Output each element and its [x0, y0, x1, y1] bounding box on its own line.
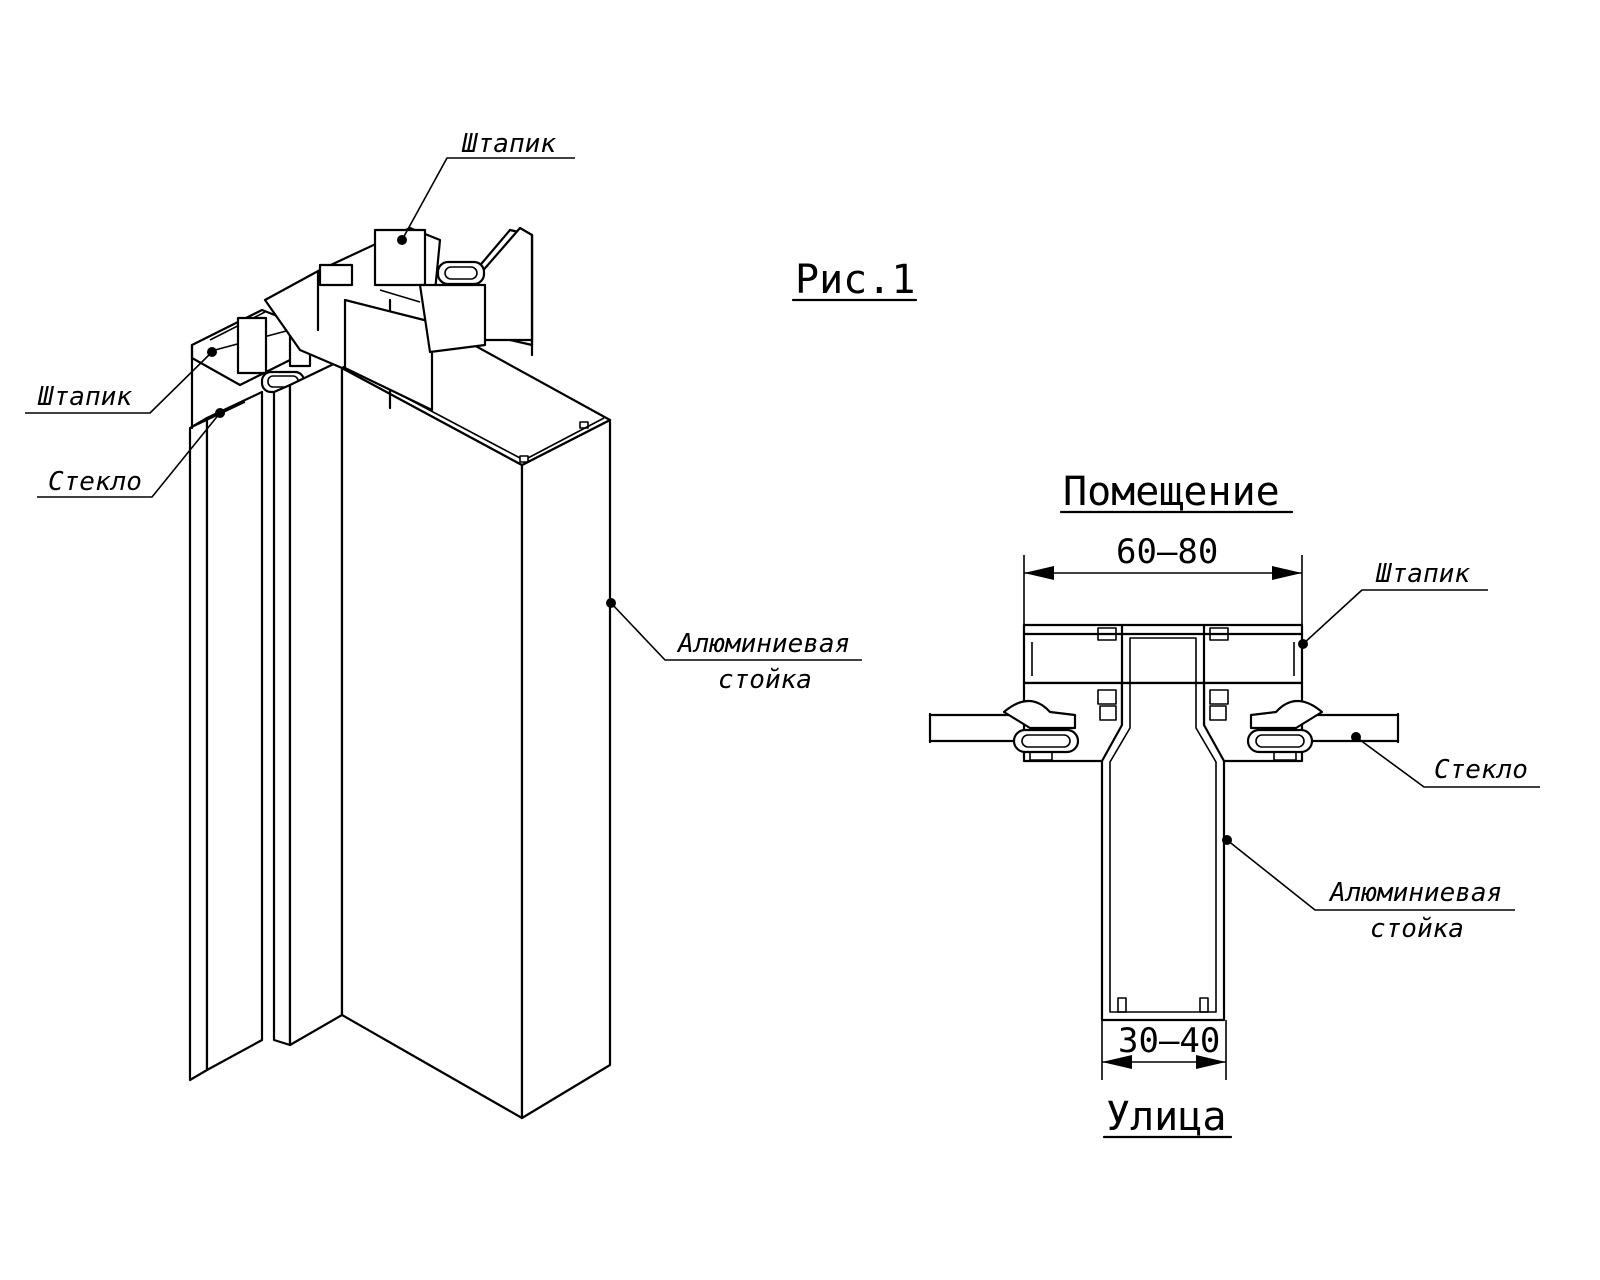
section-top-profile [1022, 623, 1304, 685]
label-mullion-iso-1: Алюминиевая [676, 629, 850, 659]
iso-mullion-body [340, 320, 612, 1120]
section-mullion-body [1100, 637, 1226, 1022]
iso-label-mullion: Алюминиевая стойка [606, 598, 862, 695]
depth-dimension-text: 30–40 [1118, 1021, 1220, 1061]
section-left-glazing [928, 681, 1124, 763]
section-right-glazing [1202, 681, 1400, 763]
iso-label-glass: Стекло [37, 408, 225, 498]
width-dimension: 60–80 [1023, 532, 1303, 625]
figure-title-group: Рис.1 [791, 257, 918, 303]
iso-left-glass [188, 390, 264, 1082]
figure-title: Рис.1 [795, 257, 915, 303]
label-glass-iso: Стекло [48, 467, 142, 497]
section-label-bead: Штапик [1298, 559, 1488, 649]
iso-label-bead-left: Штапик [25, 347, 217, 414]
label-bead-left: Штапик [37, 382, 132, 412]
section-view: Помещение 60–80 [928, 469, 1540, 1140]
label-bead-top: Штапик [461, 129, 556, 159]
isometric-mullion-view: Штапик Штапик Стекло Алюминиевая стойка [25, 129, 862, 1120]
iso-label-bead-top: Штапик [397, 129, 575, 245]
section-label-mullion: Алюминиевая стойка [1222, 835, 1515, 944]
section-label-glass: Стекло [1351, 732, 1540, 788]
label-bead-section: Штапик [1375, 559, 1470, 589]
depth-dimension: 30–40 [1101, 1020, 1227, 1080]
width-dimension-text: 60–80 [1116, 532, 1218, 572]
iso-top-profile [263, 226, 487, 412]
label-mullion-iso-2: стойка [718, 665, 812, 695]
street-label: Улица [1106, 1094, 1226, 1140]
label-mullion-section-2: стойка [1370, 914, 1464, 944]
label-glass-section: Стекло [1434, 755, 1528, 785]
label-mullion-section-1: Алюминиевая [1328, 878, 1502, 908]
room-label: Помещение [1063, 469, 1280, 515]
iso-mid-strip [272, 358, 344, 1047]
